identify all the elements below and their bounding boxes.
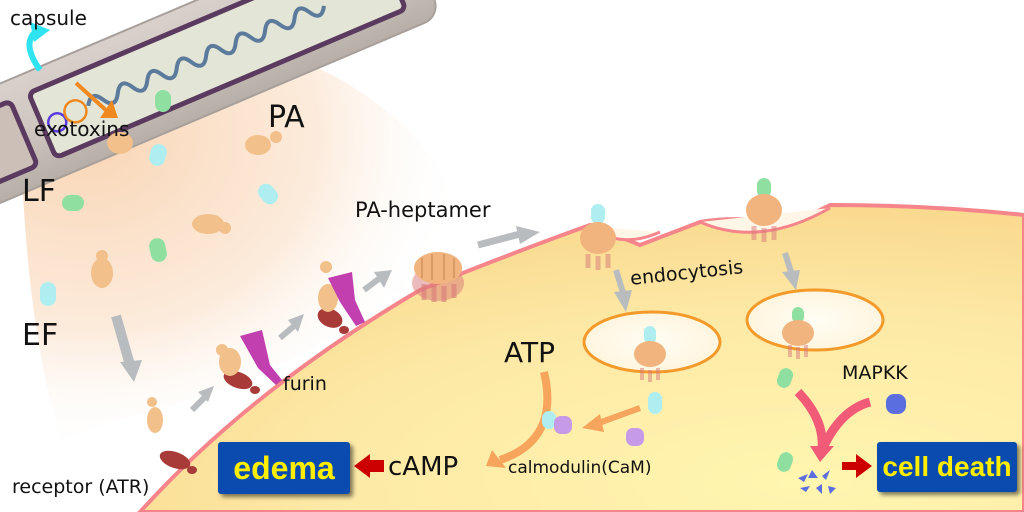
toxin-cloud bbox=[20, 60, 470, 440]
lf-label: LF bbox=[22, 174, 56, 209]
endosome-2 bbox=[745, 288, 885, 352]
pa-heptamer bbox=[412, 252, 464, 302]
calmodulin-protein bbox=[554, 416, 572, 434]
edema-outcome-box: edema bbox=[218, 442, 350, 494]
lf-protein bbox=[776, 368, 794, 388]
ef-protein bbox=[648, 392, 662, 414]
pa-protein bbox=[147, 397, 163, 433]
mapkk-protein bbox=[886, 394, 906, 414]
bacterium bbox=[0, 0, 437, 215]
pa-protein bbox=[91, 250, 113, 288]
pa-heptamer-label: PA-heptamer bbox=[355, 198, 491, 222]
exotoxin-arrow bbox=[74, 81, 110, 114]
ef-to-cam-arrow bbox=[594, 405, 642, 427]
cell-death-outcome-box: cell death bbox=[877, 442, 1017, 492]
calmodulin-label: calmodulin(CaM) bbox=[508, 458, 652, 478]
pa-heptamer-ef bbox=[746, 178, 782, 242]
pa-protein bbox=[245, 131, 282, 155]
receptor-atr bbox=[159, 450, 197, 474]
lf-protein bbox=[62, 195, 84, 211]
lf-protein bbox=[149, 238, 167, 262]
edema-label: edema bbox=[233, 449, 335, 486]
furin-protein bbox=[328, 272, 365, 326]
exotoxins-label: exotoxins bbox=[34, 117, 130, 141]
furin-label: furin bbox=[283, 373, 327, 395]
ef-protein bbox=[542, 411, 556, 429]
mapkk-label: MAPKK bbox=[842, 362, 908, 384]
camp-label: cAMP bbox=[388, 452, 459, 482]
pa-protein bbox=[107, 132, 133, 154]
ef-label: EF bbox=[22, 318, 59, 353]
capsule-label: capsule bbox=[10, 6, 87, 30]
furin-protein bbox=[240, 330, 282, 385]
lf-protein bbox=[776, 452, 794, 472]
ef-protein bbox=[258, 183, 278, 205]
fragments-to-death-arrow bbox=[842, 454, 872, 478]
free-toxins bbox=[40, 90, 282, 306]
endosome-heptamer-2 bbox=[782, 307, 814, 359]
receptor-label: receptor (ATR) bbox=[12, 476, 150, 498]
ef-protein bbox=[40, 282, 56, 306]
ef-protein bbox=[149, 144, 167, 166]
endosome-heptamer-1 bbox=[634, 326, 666, 382]
bacterial-dna bbox=[86, 5, 326, 107]
cleaved-mapkk-fragments bbox=[798, 470, 836, 494]
host-cell bbox=[137, 202, 1024, 512]
calmodulin-protein bbox=[626, 428, 644, 446]
gray-arrows bbox=[111, 226, 800, 413]
pa-label: PA bbox=[268, 100, 305, 135]
camp-to-edema-arrow bbox=[354, 454, 384, 478]
pa-protein bbox=[318, 261, 338, 312]
exotoxin-plasmid bbox=[63, 99, 88, 124]
cell-death-label: cell death bbox=[882, 451, 1012, 482]
pa-heptamer-lf bbox=[580, 204, 616, 270]
receptor-atr bbox=[317, 308, 349, 334]
pa-protein bbox=[192, 214, 231, 234]
atp-label: ATP bbox=[504, 336, 555, 369]
lf-protein bbox=[155, 90, 171, 112]
atp-to-camp-arrow bbox=[498, 371, 552, 464]
capsule-plasmid bbox=[47, 112, 68, 133]
pa-protein bbox=[216, 344, 241, 376]
